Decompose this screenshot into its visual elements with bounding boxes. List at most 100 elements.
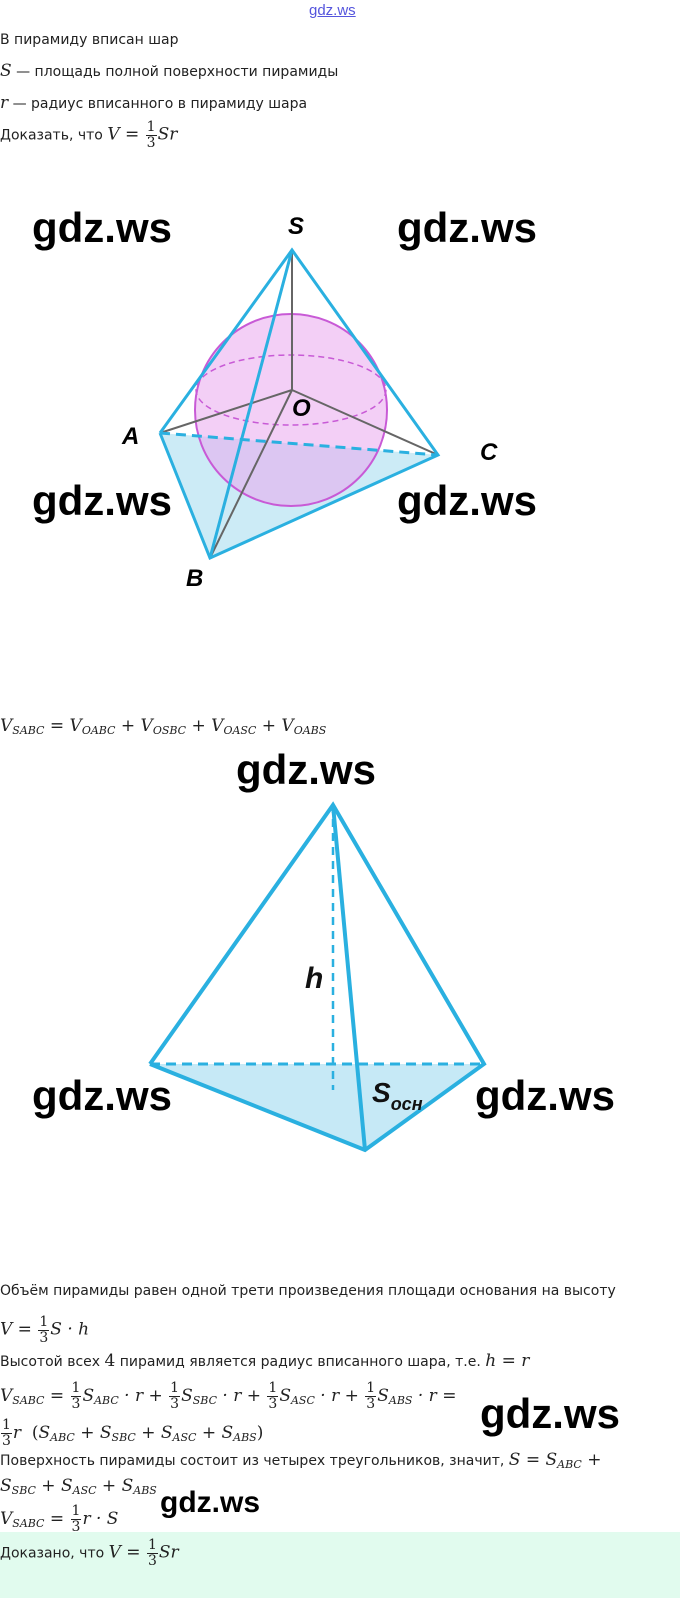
label-s: S bbox=[288, 213, 304, 240]
eq: h = r bbox=[485, 1351, 530, 1371]
s: S bbox=[545, 1450, 558, 1470]
s: S bbox=[82, 1386, 95, 1406]
v: V bbox=[69, 716, 82, 736]
s: S bbox=[38, 1423, 51, 1443]
denominator: 3 bbox=[2, 1433, 11, 1449]
s: S bbox=[160, 1423, 173, 1443]
formula: S = SABC + bbox=[508, 1450, 602, 1471]
eq: = bbox=[44, 1509, 70, 1529]
numerator: 1 bbox=[169, 1380, 181, 1397]
v: V bbox=[281, 716, 294, 736]
site-link[interactable]: gdz.ws bbox=[309, 2, 356, 19]
text: Доказано, что bbox=[0, 1545, 109, 1562]
sub: OABC bbox=[81, 724, 116, 737]
number: 4 bbox=[104, 1351, 116, 1371]
v: V bbox=[211, 716, 224, 736]
watermark: gdz.ws bbox=[160, 1486, 261, 1519]
proved-banner bbox=[0, 1532, 680, 1598]
sub: ABS bbox=[133, 1484, 157, 1497]
plus: + bbox=[339, 1386, 365, 1406]
numerator: 1 bbox=[70, 1380, 82, 1397]
solution-line-2: Высотой всех 4 пирамид является радиус в… bbox=[0, 1351, 529, 1372]
formula-rhs: Sr bbox=[157, 124, 178, 145]
v: V bbox=[0, 1386, 13, 1406]
eq: = bbox=[44, 716, 70, 736]
lhs: V = bbox=[0, 1319, 38, 1340]
label-h: h bbox=[305, 962, 323, 995]
s: S bbox=[279, 1386, 291, 1406]
plus: + bbox=[241, 1386, 267, 1406]
eq: = bbox=[436, 1386, 457, 1406]
paren-close: ) bbox=[256, 1423, 264, 1443]
watermark: gdz.ws bbox=[475, 1072, 616, 1119]
denominator: 3 bbox=[366, 1396, 376, 1412]
sub: SABC bbox=[12, 1394, 45, 1407]
text: Высотой всех bbox=[0, 1354, 105, 1370]
watermark: gdz.ws bbox=[397, 477, 538, 524]
text: — площадь полной поверхности пирамиды bbox=[11, 64, 339, 80]
edge-ob bbox=[209, 389, 293, 559]
numerator: 1 bbox=[267, 1380, 279, 1397]
watermark: gdz.ws bbox=[480, 1390, 621, 1437]
sub: OABS bbox=[293, 724, 327, 737]
var-r: r bbox=[0, 93, 9, 113]
text: Доказать, что bbox=[0, 127, 108, 144]
denominator: 3 bbox=[147, 1553, 157, 1569]
plus: + bbox=[35, 1476, 61, 1496]
plus: + bbox=[143, 1386, 169, 1406]
lhs: V = bbox=[108, 1542, 146, 1563]
numerator: 1 bbox=[145, 119, 157, 136]
problem-line-2: S — площадь полной поверхности пирамиды bbox=[0, 61, 338, 82]
eq: = bbox=[520, 1450, 546, 1470]
label-b: B bbox=[186, 565, 203, 592]
watermark: gdz.ws bbox=[32, 1072, 173, 1119]
watermark: gdz.ws bbox=[236, 746, 377, 793]
denominator: 3 bbox=[170, 1396, 180, 1412]
numerator: 1 bbox=[38, 1314, 50, 1331]
formula-surface-cont: SSBC + SASC + SABS bbox=[0, 1476, 157, 1501]
edge-ac-hidden bbox=[159, 431, 439, 457]
sub: ASC bbox=[290, 1394, 315, 1407]
s: S bbox=[60, 1476, 73, 1496]
sub: ASC bbox=[172, 1431, 197, 1444]
sub: ABC bbox=[557, 1458, 582, 1471]
v: V bbox=[0, 1509, 13, 1529]
times-r: · r bbox=[217, 1386, 242, 1406]
sub: SABC bbox=[12, 724, 45, 737]
s: S bbox=[377, 1386, 389, 1406]
s: S bbox=[508, 1450, 521, 1470]
s: S bbox=[99, 1423, 112, 1443]
sub: ABC bbox=[94, 1394, 119, 1407]
pyramid-outline bbox=[148, 801, 487, 1153]
front-edge bbox=[331, 804, 367, 1151]
times-r: · r bbox=[118, 1386, 144, 1406]
plus: + bbox=[186, 716, 212, 736]
v: V bbox=[140, 716, 153, 736]
rhs: Sr bbox=[158, 1542, 179, 1563]
v: V bbox=[0, 716, 13, 736]
eq: = bbox=[44, 1386, 70, 1406]
plus: + bbox=[74, 1423, 100, 1443]
plus: + bbox=[135, 1423, 161, 1443]
solution-line-3: Поверхность пирамиды состоит из четырех … bbox=[0, 1450, 601, 1475]
sub: SBC bbox=[192, 1394, 217, 1407]
plus: + bbox=[96, 1476, 122, 1496]
solution-line-1: Объём пирамиды равен одной трети произве… bbox=[0, 1283, 616, 1299]
var-s: S bbox=[0, 61, 12, 81]
sub: ABS bbox=[233, 1431, 257, 1444]
sub: ABS bbox=[388, 1394, 413, 1407]
label-s-base: Sосн bbox=[372, 1077, 423, 1114]
numerator: 1 bbox=[70, 1503, 82, 1520]
tail: r · S bbox=[82, 1509, 119, 1529]
times-r: · r bbox=[314, 1386, 340, 1406]
